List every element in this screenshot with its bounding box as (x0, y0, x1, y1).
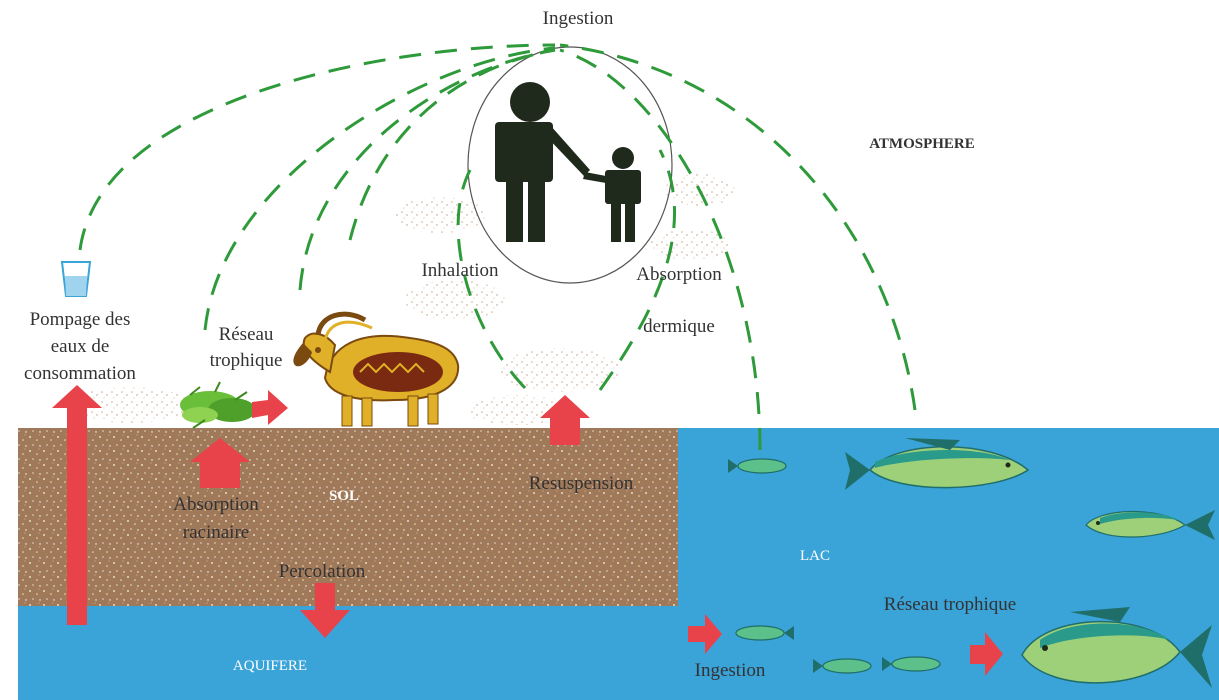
label-pompage-3: consommation (24, 363, 136, 384)
arrow-pompage (52, 385, 102, 625)
label-reseau-land-2: trophique (210, 350, 283, 371)
label-ingestion-top: Ingestion (543, 8, 614, 29)
pathway-inhalation (456, 169, 527, 390)
label-reseau-land-1: Réseau (219, 324, 274, 345)
glass-icon (60, 261, 92, 297)
fish-small-2 (735, 625, 794, 641)
arrow-ingestion-lake (688, 614, 722, 654)
plant-icon (180, 381, 256, 429)
label-percolation: Percolation (279, 561, 366, 582)
fish-small-1 (728, 458, 787, 474)
label-reseau-lake: Réseau trophique (884, 594, 1016, 615)
pathway-resuspension (348, 48, 556, 241)
fish-small-3 (813, 658, 872, 674)
soil-layer (18, 428, 678, 606)
pathway-dermal (598, 149, 676, 391)
label-aquifere: AQUIFERE (233, 658, 307, 674)
arrow-resuspension (540, 395, 590, 445)
pathway-plant (203, 46, 556, 331)
fish-small-4 (882, 656, 941, 672)
label-atmosphere: ATMOSPHERE (869, 136, 975, 152)
label-resuspension: Resuspension (529, 473, 634, 494)
goat-icon (293, 311, 460, 427)
label-inhalation: Inhalation (421, 260, 499, 281)
label-absorption-racinaire-1: Absorption (173, 494, 259, 515)
human-circle (467, 46, 673, 284)
fish-medium-1 (1085, 510, 1215, 540)
child-icon (583, 147, 641, 242)
label-sol: SOL (329, 488, 359, 504)
pathway-lake (559, 43, 917, 411)
label-ingestion-lake: Ingestion (695, 660, 766, 681)
pathway-goat (298, 48, 556, 291)
label-absorption-racinaire-2: racinaire (183, 522, 249, 543)
fish-large-2 (1021, 607, 1212, 688)
pathway-small-fish (559, 48, 762, 451)
flow-arrows (52, 385, 1003, 676)
exposure-pathways (78, 43, 917, 451)
arrow-trophic-land (252, 390, 288, 425)
fish-large-1 (845, 438, 1030, 490)
fish-icon (728, 438, 1215, 688)
label-lac: LAC (800, 548, 830, 564)
label-pompage-1: Pompage des (30, 309, 131, 330)
adult-icon (495, 82, 590, 242)
arrow-trophic-lake (970, 632, 1003, 676)
arrow-percolation (300, 583, 350, 638)
label-pompage-2: eaux de (51, 336, 110, 357)
arrow-root-absorption (190, 438, 250, 488)
label-absorption-dermique-2: dermique (643, 316, 715, 337)
pathway-drinking-water (78, 43, 556, 251)
label-absorption-dermique-1: Absorption (636, 264, 722, 285)
